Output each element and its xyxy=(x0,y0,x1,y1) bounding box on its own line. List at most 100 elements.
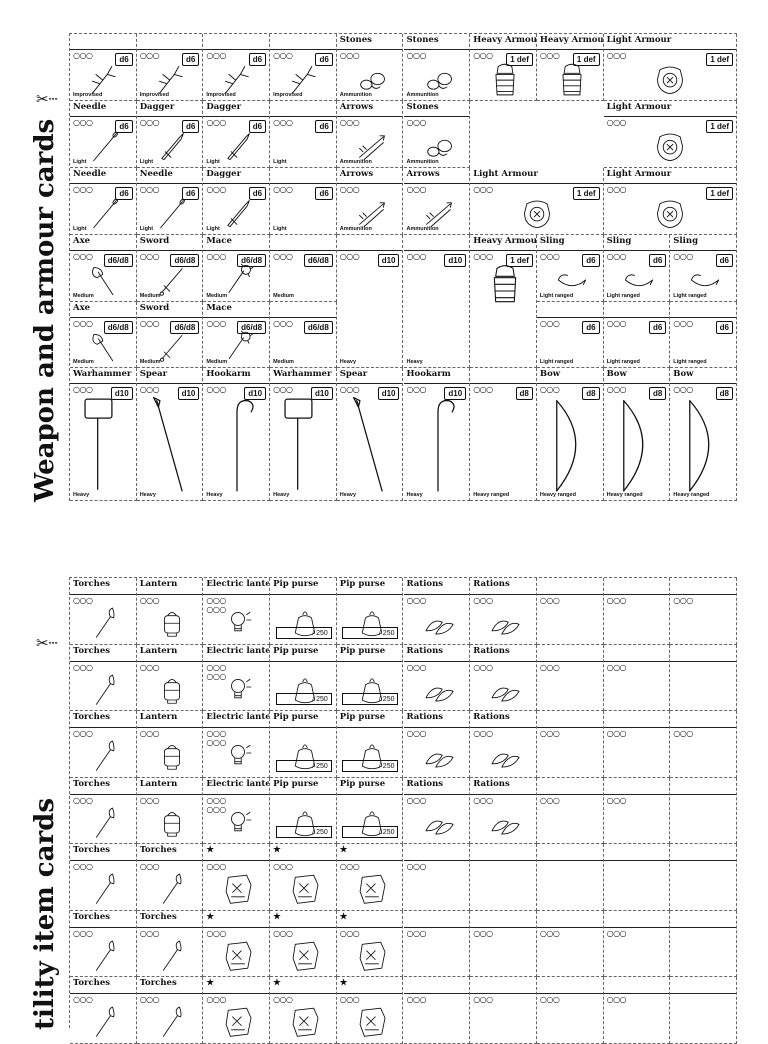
usage-slots[interactable]: ○○○ xyxy=(73,862,93,871)
pip-count-field[interactable]: / 250 xyxy=(275,759,332,772)
usage-slots[interactable]: ○○○ xyxy=(339,928,360,938)
usage-slots[interactable]: ○○○ xyxy=(473,385,493,394)
usage-slots[interactable]: ○○○ xyxy=(206,118,226,127)
usage-slots[interactable]: ○○○ xyxy=(673,252,693,261)
usage-slots[interactable]: ○○○ xyxy=(606,118,627,127)
pip-count-field[interactable]: / 250 xyxy=(342,826,399,838)
usage-slots[interactable]: ○○○ xyxy=(73,51,93,60)
usage-slots[interactable]: ○○○ xyxy=(273,185,293,194)
usage-slots[interactable]: ○○○ xyxy=(473,795,493,805)
usage-slots[interactable]: ○○○ xyxy=(73,118,93,127)
usage-slots[interactable]: ○○○ xyxy=(473,995,493,1004)
usage-slots[interactable]: ○○○ xyxy=(73,662,93,672)
pip-count-field[interactable]: / 250 xyxy=(342,759,399,772)
usage-slots[interactable]: ○○○ xyxy=(273,319,293,328)
usage-slots[interactable]: ○○○ xyxy=(139,118,160,127)
usage-slots[interactable]: ○○○ xyxy=(673,596,693,605)
usage-slots[interactable]: ○○○ xyxy=(673,385,693,394)
pip-count-field[interactable]: / 250 xyxy=(342,693,399,705)
usage-slots[interactable]: ○○○ xyxy=(273,385,293,394)
usage-slots[interactable]: ○○○ xyxy=(406,118,427,127)
usage-slots[interactable]: ○○○ xyxy=(139,995,160,1004)
pip-count-field[interactable]: / 250 xyxy=(275,826,332,838)
usage-slots[interactable]: ○○○ xyxy=(473,662,493,672)
usage-slots[interactable]: ○○○ xyxy=(206,385,226,394)
usage-slots[interactable]: ○○○ xyxy=(406,729,427,738)
usage-slots[interactable]: ○○○ xyxy=(339,995,360,1004)
usage-slots[interactable]: ○○○ xyxy=(606,252,627,261)
usage-slots[interactable]: ○○○ xyxy=(73,596,93,605)
usage-slots[interactable]: ○○○ xyxy=(606,319,627,328)
usage-slots[interactable]: ○○○ xyxy=(673,729,693,738)
usage-slots[interactable]: ○○○ xyxy=(473,185,493,194)
usage-slots[interactable]: ○○○ xyxy=(406,795,427,805)
usage-slots[interactable]: ○○○ xyxy=(139,795,160,805)
usage-slots[interactable]: ○○○ xyxy=(73,795,93,805)
pip-count-field[interactable]: / 250 xyxy=(342,626,399,639)
usage-slots[interactable]: ○○○ xyxy=(473,252,493,261)
usage-slots[interactable]: ○○○ xyxy=(273,862,293,871)
usage-slots[interactable]: ○○○ xyxy=(539,729,560,738)
usage-slots[interactable]: ○○○ xyxy=(606,662,627,672)
usage-slots[interactable]: ○○○ xyxy=(139,729,160,738)
usage-slots[interactable]: ○○○ xyxy=(206,185,226,194)
usage-slots[interactable]: ○○○ xyxy=(539,596,560,605)
usage-slots[interactable]: ○○○ xyxy=(339,862,360,871)
usage-slots[interactable]: ○○○ xyxy=(73,185,93,194)
usage-slots[interactable]: ○○○ xyxy=(406,596,427,605)
usage-slots[interactable]: ○○○ xyxy=(539,795,560,805)
usage-slots[interactable]: ○○○ xyxy=(473,51,493,60)
usage-slots[interactable]: ○○○ xyxy=(539,51,560,60)
usage-slots[interactable]: ○○○ xyxy=(206,928,226,938)
usage-slots[interactable]: ○○○ xyxy=(139,252,160,261)
usage-slots[interactable]: ○○○ xyxy=(73,252,93,261)
usage-slots[interactable]: ○○○ ○○○ xyxy=(206,596,226,614)
usage-slots[interactable]: ○○○ xyxy=(606,795,627,805)
usage-slots[interactable]: ○○○ xyxy=(473,928,493,938)
usage-slots[interactable]: ○○○ xyxy=(606,596,627,605)
usage-slots[interactable]: ○○○ xyxy=(273,51,293,60)
usage-slots[interactable]: ○○○ xyxy=(539,928,560,938)
usage-slots[interactable]: ○○○ xyxy=(539,662,560,672)
usage-slots[interactable]: ○○○ xyxy=(73,319,93,328)
usage-slots[interactable]: ○○○ ○○○ xyxy=(206,795,226,814)
usage-slots[interactable]: ○○○ xyxy=(206,319,226,328)
usage-slots[interactable]: ○○○ xyxy=(606,995,627,1004)
usage-slots[interactable]: ○○○ xyxy=(339,385,360,394)
usage-slots[interactable]: ○○○ xyxy=(606,185,627,194)
usage-slots[interactable]: ○○○ xyxy=(273,252,293,261)
usage-slots[interactable]: ○○○ xyxy=(273,928,293,938)
pip-count-field[interactable]: / 250 xyxy=(275,626,332,639)
usage-slots[interactable]: ○○○ xyxy=(73,385,93,394)
usage-slots[interactable]: ○○○ ○○○ xyxy=(206,662,226,681)
usage-slots[interactable]: ○○○ ○○○ xyxy=(206,729,226,747)
usage-slots[interactable]: ○○○ xyxy=(406,995,427,1004)
usage-slots[interactable]: ○○○ xyxy=(206,252,226,261)
usage-slots[interactable]: ○○○ xyxy=(673,319,693,328)
usage-slots[interactable]: ○○○ xyxy=(339,51,360,60)
usage-slots[interactable]: ○○○ xyxy=(406,928,427,938)
usage-slots[interactable]: ○○○ xyxy=(73,928,93,938)
usage-slots[interactable]: ○○○ xyxy=(206,862,226,871)
usage-slots[interactable]: ○○○ xyxy=(406,185,427,194)
usage-slots[interactable]: ○○○ xyxy=(73,995,93,1004)
usage-slots[interactable]: ○○○ xyxy=(139,385,160,394)
usage-slots[interactable]: ○○○ xyxy=(73,729,93,738)
usage-slots[interactable]: ○○○ xyxy=(606,51,627,60)
usage-slots[interactable]: ○○○ xyxy=(539,319,560,328)
usage-slots[interactable]: ○○○ xyxy=(206,995,226,1004)
usage-slots[interactable]: ○○○ xyxy=(606,729,627,738)
usage-slots[interactable]: ○○○ xyxy=(406,662,427,672)
usage-slots[interactable]: ○○○ xyxy=(339,118,360,127)
usage-slots[interactable]: ○○○ xyxy=(139,928,160,938)
usage-slots[interactable]: ○○○ xyxy=(139,596,160,605)
pip-count-field[interactable]: / 250 xyxy=(275,693,332,705)
usage-slots[interactable]: ○○○ xyxy=(339,252,360,261)
usage-slots[interactable]: ○○○ xyxy=(406,862,427,871)
usage-slots[interactable]: ○○○ xyxy=(539,995,560,1004)
usage-slots[interactable]: ○○○ xyxy=(539,385,560,394)
usage-slots[interactable]: ○○○ xyxy=(273,118,293,127)
usage-slots[interactable]: ○○○ xyxy=(539,252,560,261)
usage-slots[interactable]: ○○○ xyxy=(139,185,160,194)
usage-slots[interactable]: ○○○ xyxy=(406,385,427,394)
